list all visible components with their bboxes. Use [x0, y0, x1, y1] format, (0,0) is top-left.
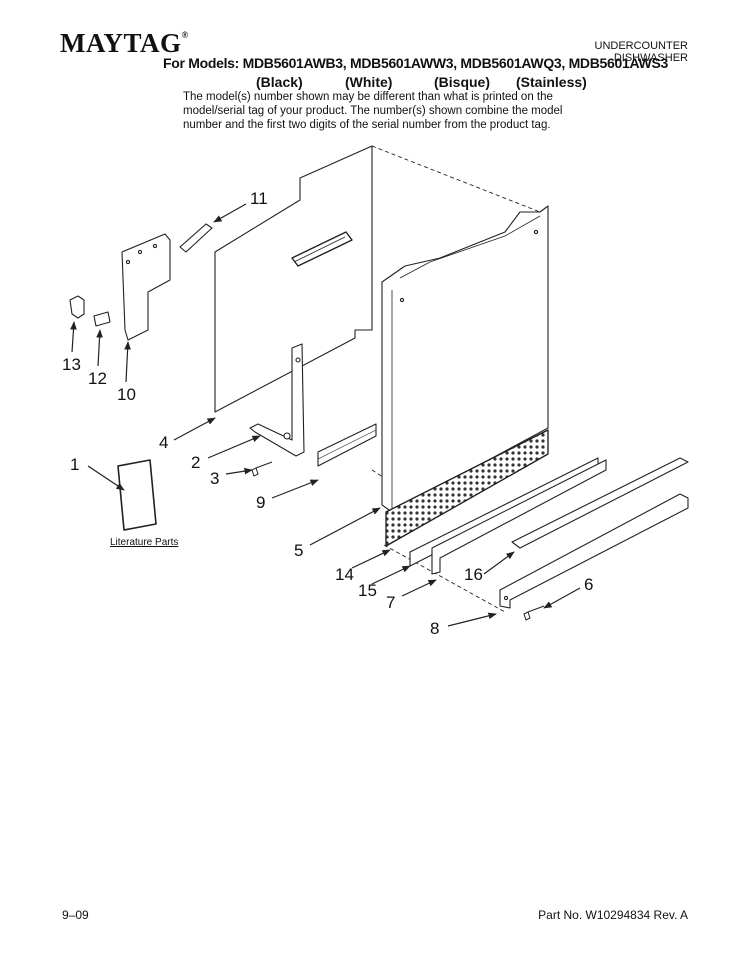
- rail-part-7: [431, 459, 607, 575]
- callout-7: 7: [386, 593, 395, 612]
- note-line-1: The model(s) number shown may be differe…: [183, 91, 553, 103]
- screw-part-6-icon: [523, 605, 545, 621]
- callout-10: 10: [117, 385, 136, 404]
- color-white: (White): [345, 74, 393, 90]
- bracket-part-8: [499, 493, 689, 609]
- category-line-1: UNDERCOUNTER: [594, 40, 689, 52]
- note-line-2: model/serial tag of your product. The nu…: [183, 105, 563, 117]
- leader-10: [124, 341, 131, 383]
- footer-part-number: Part No. W10294834 Rev. A: [538, 908, 688, 922]
- callout-14: 14: [335, 565, 354, 584]
- side-panel-part-4: [214, 145, 373, 413]
- leader-14: [351, 549, 391, 569]
- callout-3: 3: [210, 469, 219, 488]
- leader-8: [447, 612, 497, 627]
- registered-mark: ®: [181, 30, 189, 40]
- callout-2: 2: [191, 453, 200, 472]
- callout-12: 12: [88, 369, 107, 388]
- color-stainless: (Stainless): [516, 74, 587, 90]
- leader-2: [207, 435, 261, 459]
- pad-part-12: [93, 311, 111, 327]
- control-panel-bracket-part-10: [121, 233, 171, 341]
- leader-4: [173, 417, 216, 441]
- literature-parts-label: Literature Parts: [110, 537, 178, 548]
- callout-1: 1: [70, 455, 79, 474]
- strip-part-11: [179, 223, 213, 253]
- leader-16: [483, 551, 515, 575]
- leader-11: [213, 203, 247, 223]
- leader-15: [371, 565, 411, 585]
- leader-13: [70, 321, 77, 353]
- callout-8: 8: [430, 619, 439, 638]
- leader-7: [401, 579, 437, 597]
- color-bisque: (Bisque): [434, 74, 490, 90]
- leader-6: [543, 587, 581, 609]
- callout-6: 6: [584, 575, 593, 594]
- callout-9: 9: [256, 493, 265, 512]
- callout-15: 15: [358, 581, 377, 600]
- leader-9: [271, 479, 319, 499]
- callout-11: 11: [250, 189, 268, 208]
- bracket-part-2: [249, 343, 305, 457]
- callout-4: 4: [159, 433, 168, 452]
- insulation-strip-part-9: [317, 423, 377, 467]
- color-black: (Black): [256, 74, 303, 90]
- model-list: For Models: MDB5601AWB3, MDB5601AWW3, MD…: [163, 55, 668, 71]
- panel-part-16: [511, 457, 689, 549]
- leader-12: [96, 329, 103, 367]
- category-line-2: DISHWASHER: [613, 52, 688, 64]
- brand-name: MAYTAG: [60, 28, 182, 58]
- footer-date: 9–09: [62, 908, 89, 922]
- clip-part-13: [69, 295, 85, 319]
- callout-13: 13: [62, 355, 81, 374]
- maytag-logo: MAYTAG®: [60, 28, 189, 59]
- callout-5: 5: [294, 541, 303, 560]
- screw-part-3-icon: [251, 461, 273, 477]
- model-number-note: The model(s) number shown may be differe…: [183, 90, 583, 132]
- literature-booklet-part-1: [117, 459, 157, 531]
- note-line-3: number and the first two digits of the s…: [183, 119, 551, 131]
- product-category: UNDERCOUNTER DISHWASHER: [595, 40, 689, 64]
- door-panel: [381, 205, 549, 513]
- leader-3: [225, 467, 253, 475]
- leader-1: [87, 465, 125, 491]
- leader-5: [309, 507, 381, 546]
- callout-16: 16: [464, 565, 483, 584]
